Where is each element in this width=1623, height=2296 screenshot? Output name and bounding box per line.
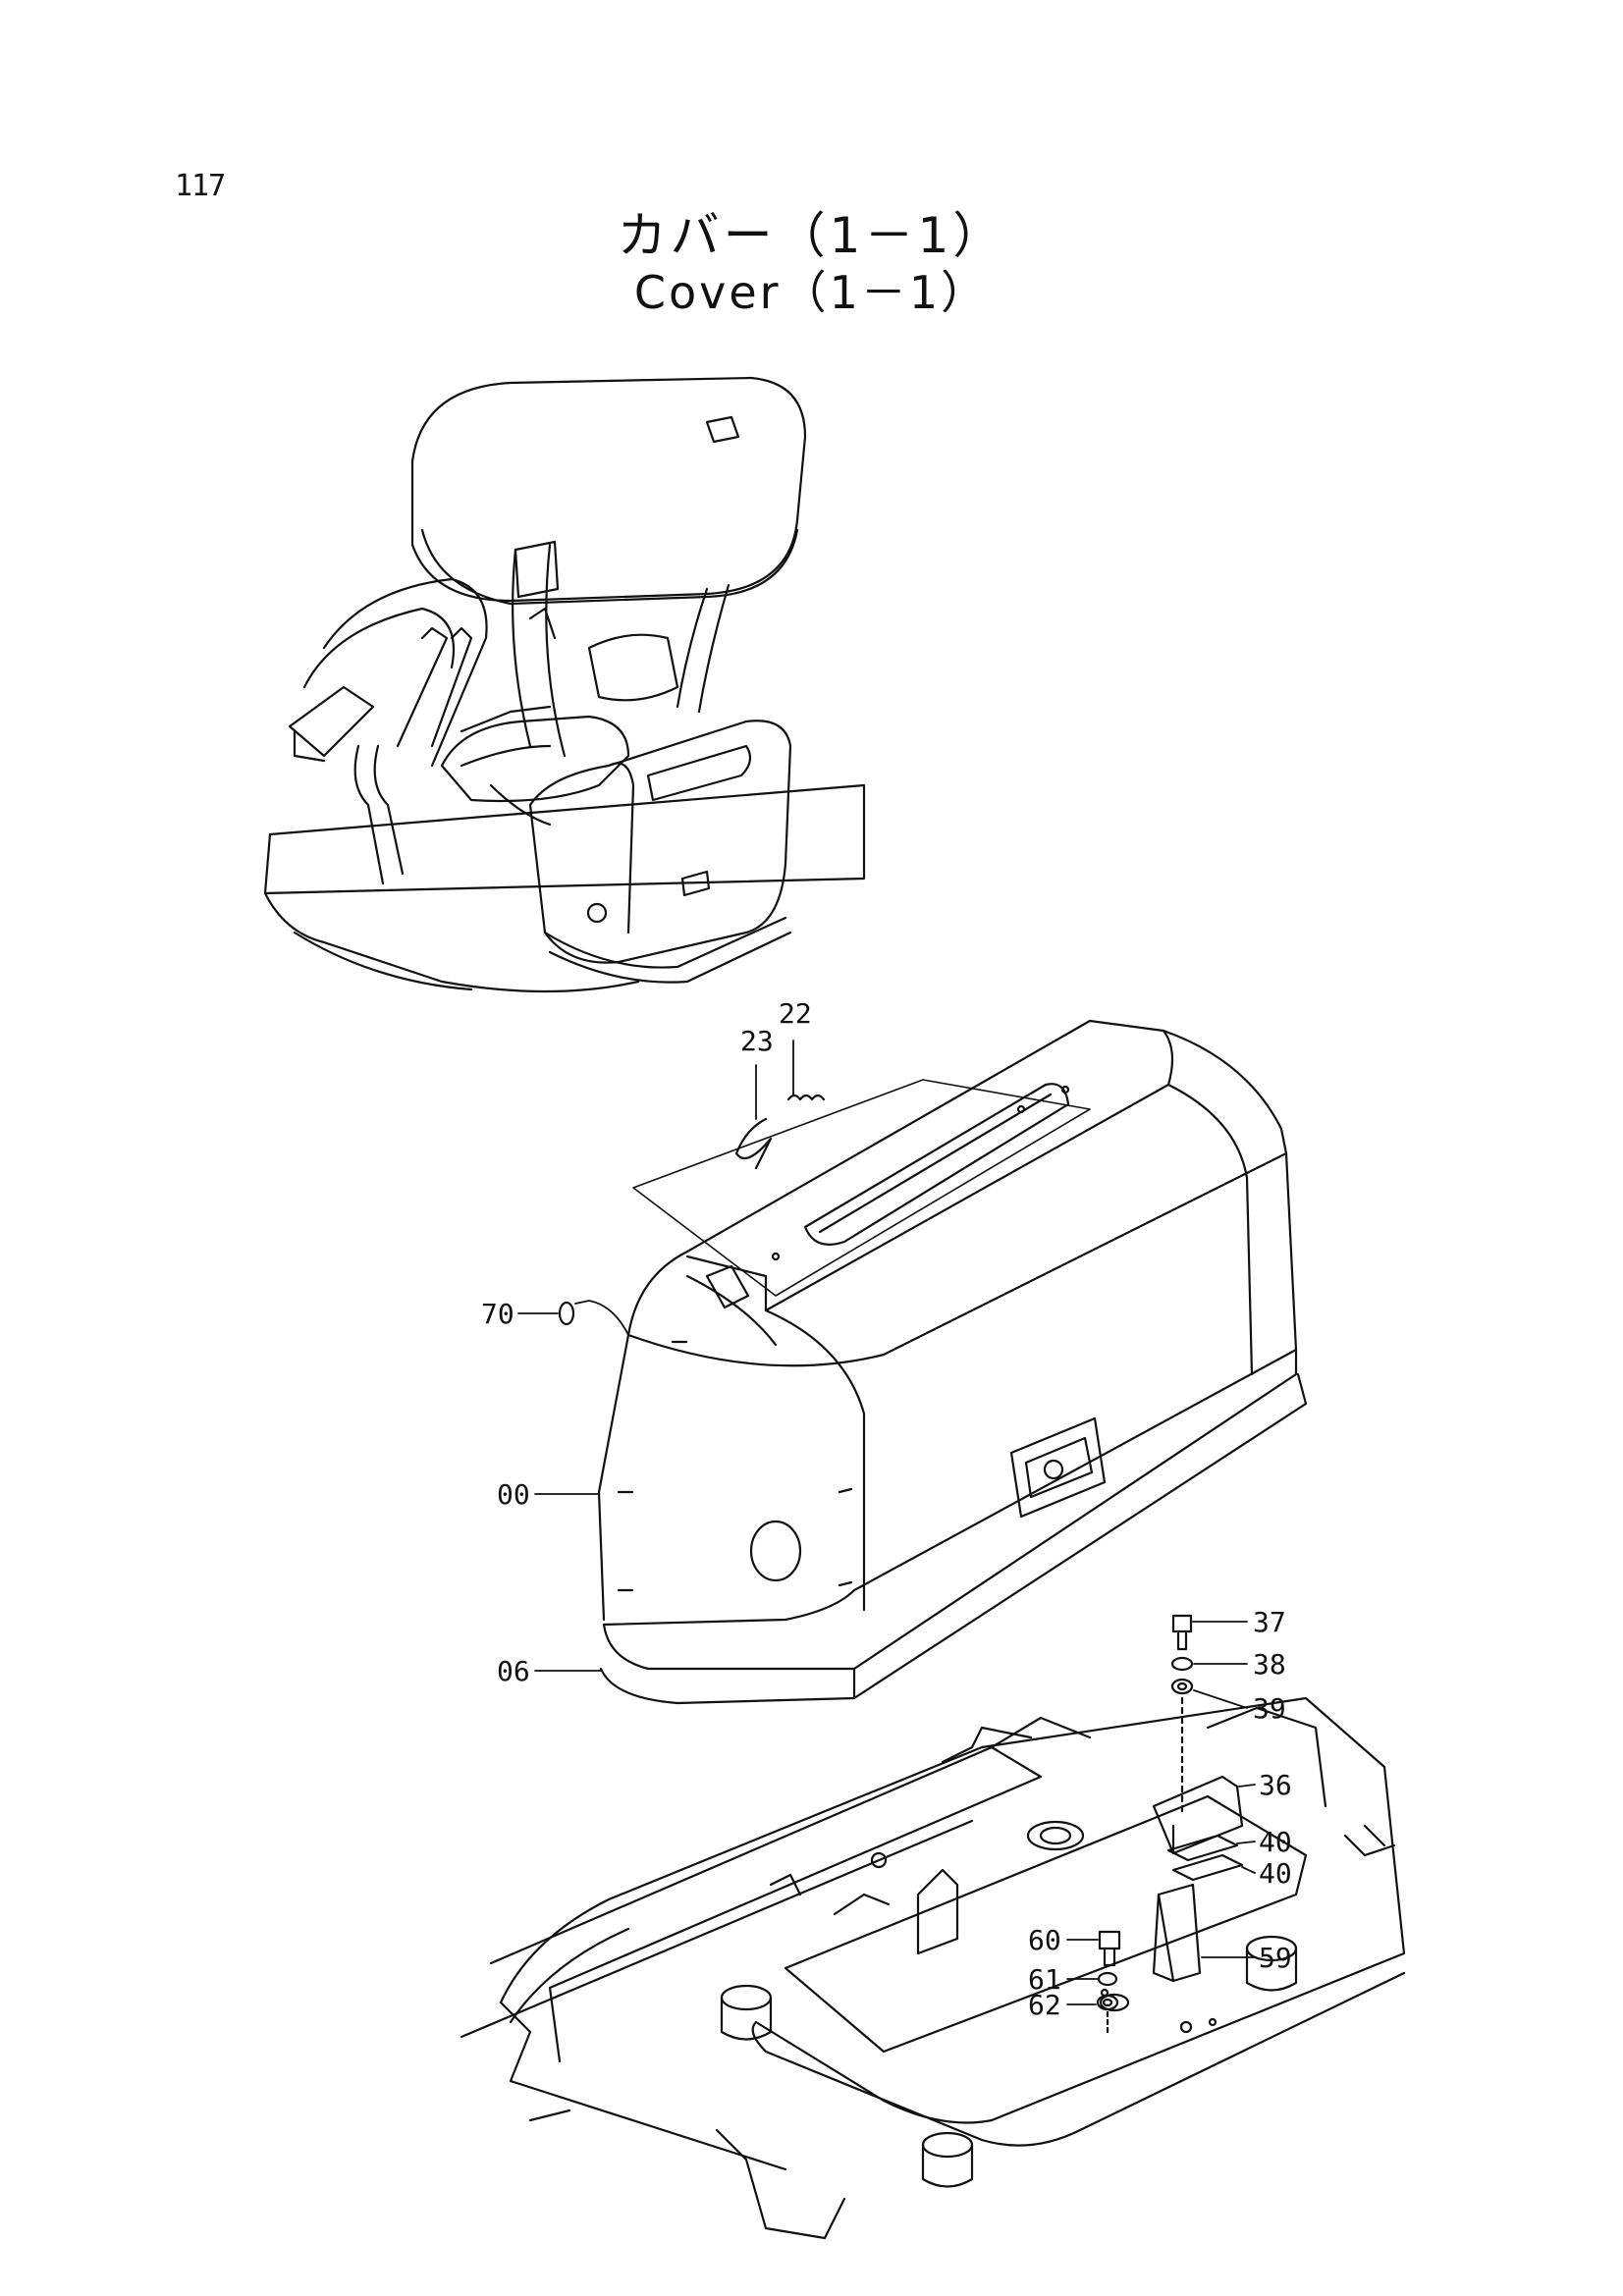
callout-22: 22 [779,997,812,1030]
title-english: Cover（1－1） [633,266,990,319]
callout-40-upper: 40 [1259,1826,1292,1858]
callout-37: 37 [1253,1606,1286,1638]
callout-59: 59 [1259,1942,1292,1974]
callout-00: 00 [497,1478,530,1511]
callout-06: 06 [497,1655,530,1687]
leader-lines [517,1040,1256,2005]
callout-36: 36 [1259,1769,1292,1801]
callout-60: 60 [1028,1924,1061,1956]
callout-70: 70 [481,1298,514,1330]
callout-39: 39 [1253,1692,1286,1725]
page-number: 117 [175,169,226,203]
base-frame-exploded [460,1696,1406,2240]
callout-62: 62 [1028,1989,1061,2021]
callout-23: 23 [740,1025,774,1057]
title-japanese: カバー（1－1） [617,207,1006,264]
callout-38: 38 [1253,1648,1286,1681]
engine-cover-exploded [597,1019,1308,1705]
callout-40-lower: 40 [1259,1857,1292,1890]
machine-overview-illustration [263,376,866,993]
hardware-parts [558,1094,1244,2034]
callout-labels: 22 23 70 00 06 37 38 39 36 40 40 60 61 6… [481,997,1292,2021]
callout-61: 61 [1028,1963,1061,1996]
